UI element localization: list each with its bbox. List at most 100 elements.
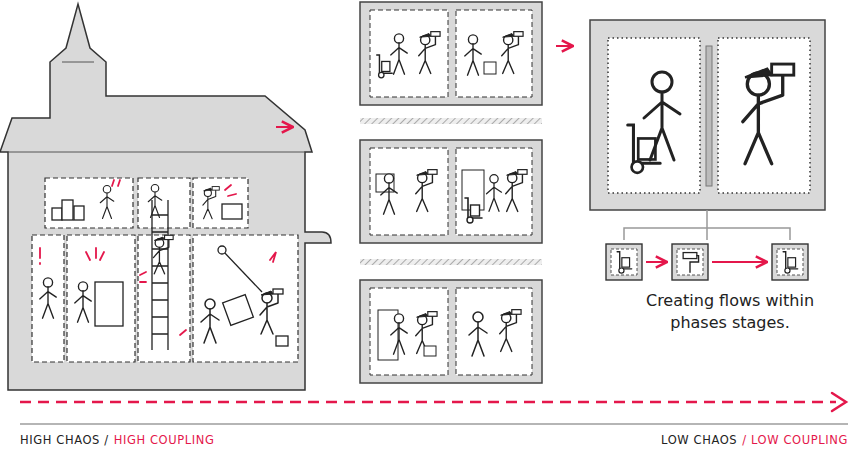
room [138, 235, 190, 362]
stick-figure [487, 175, 502, 212]
ladder [152, 200, 168, 350]
swinging-pole [222, 250, 262, 292]
box [222, 204, 242, 219]
room [370, 148, 448, 235]
alarm-mark [86, 248, 104, 260]
stick-figure [203, 187, 219, 219]
scale-rule [20, 423, 848, 425]
stick-figure [391, 34, 408, 74]
stage-arrow [556, 45, 573, 47]
stick-figure [419, 32, 440, 74]
boxes [52, 200, 288, 346]
stick-figure [75, 282, 92, 322]
box [74, 206, 84, 220]
box [276, 336, 288, 346]
flow-step-inner [677, 249, 703, 275]
scale-label: HIGH COUPLING [114, 432, 215, 448]
scale-end-left: HIGH CHAOS / HIGH COUPLING [20, 432, 215, 448]
stick-figure [391, 314, 408, 354]
stick-figure [506, 170, 527, 212]
phase-panel [360, 280, 542, 383]
room [193, 178, 248, 228]
chaos-scale-head [832, 393, 846, 411]
hand-truck-icon [783, 252, 798, 273]
stick-figure [153, 235, 173, 274]
flow-step-box [672, 244, 708, 280]
scale-label: LOW CHAOS [661, 432, 737, 448]
flow-step-box [772, 244, 808, 280]
panel-frame [360, 280, 542, 383]
room [32, 235, 64, 362]
room [456, 148, 532, 235]
stick-figure [260, 289, 283, 334]
separator-bar [360, 259, 542, 265]
hand-truck [377, 55, 392, 78]
house-outline [0, 4, 331, 390]
alarm-mark [180, 330, 186, 335]
box [95, 282, 123, 326]
stick-figure [416, 170, 437, 212]
flow-step-inner [611, 249, 637, 275]
alarm-mark [140, 272, 146, 282]
room [718, 38, 810, 193]
stick-figure [201, 299, 219, 343]
room [456, 288, 532, 375]
house-rooms [32, 178, 298, 362]
roller-icon [683, 253, 698, 273]
flow-step-inner [777, 249, 803, 275]
hand-truck-icon [617, 252, 632, 273]
alarm-mark [39, 248, 41, 264]
chaos-scale-arrow [20, 401, 836, 404]
flow-arrow [712, 261, 767, 263]
alarm-marks [40, 180, 276, 335]
box [62, 200, 73, 220]
box [52, 208, 62, 220]
box [424, 346, 436, 356]
stick-figure [381, 174, 398, 214]
separator-bar [360, 118, 542, 124]
stick-figure [465, 35, 482, 75]
stick-figure [469, 312, 487, 356]
stick-figure [100, 186, 114, 219]
stage-arrow [276, 126, 293, 128]
stick-figure [743, 64, 794, 164]
room [138, 178, 190, 228]
scale-end-right: LOW CHAOS / LOW COUPLING [661, 432, 848, 448]
room [608, 38, 700, 193]
room [456, 10, 532, 97]
stick-figure [148, 185, 162, 218]
caption-text: Creating flows within phases stages. [620, 290, 840, 334]
panel-frame [360, 140, 542, 243]
room [193, 235, 298, 362]
box [484, 62, 496, 74]
scale-label: / LOW COUPLING [742, 432, 848, 448]
box [462, 170, 484, 210]
separator-bar [706, 46, 712, 186]
panel-frame [360, 2, 542, 105]
flow-step-box [606, 244, 642, 280]
alarm-mark [225, 185, 236, 196]
phase-panels [360, 2, 542, 383]
panel-frame [590, 20, 825, 210]
phase-panel [360, 2, 542, 105]
flow-arrow [646, 261, 667, 263]
stick-figure [40, 278, 57, 318]
stick-figure [502, 32, 523, 74]
alarm-mark [270, 252, 276, 262]
pole-end [218, 246, 226, 254]
caption-group: Creating flows within phases stages. [620, 290, 840, 334]
focused-panel [590, 20, 825, 210]
house-detail [8, 62, 305, 152]
phase-panel [360, 140, 542, 243]
room [370, 10, 448, 97]
house [0, 4, 331, 390]
scale-label: HIGH CHAOS / [20, 432, 109, 448]
room [370, 288, 448, 375]
stick-figure [644, 72, 680, 160]
hand-truck [465, 198, 482, 223]
box [223, 295, 254, 326]
bracket [624, 210, 790, 240]
room [45, 178, 133, 228]
